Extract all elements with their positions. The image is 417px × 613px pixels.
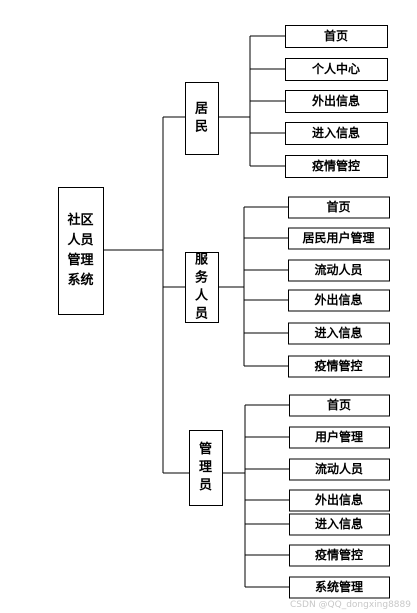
leaf-node-label: 流动人员 [314,262,362,277]
leaf-node-label: 用户管理 [314,429,363,444]
leaf-node-label: 系统管理 [315,579,363,594]
leaf-node-box: 首页 [288,196,390,219]
leaf-node-box: 用户管理 [289,426,390,449]
leaf-node-box: 外出信息 [285,90,388,113]
root-node-label: 管理 [67,252,93,268]
leaf-node-label: 外出信息 [315,492,363,507]
leaf-node-label: 进入信息 [312,125,360,140]
leaf-node-box: 个人中心 [285,58,388,81]
leaf-node-box: 疫情管控 [285,155,388,178]
role-node-label: 服 [195,253,209,268]
leaf-node-label: 居民用户管理 [302,230,374,245]
leaf-node-box: 疫情管控 [289,544,390,567]
leaf-node-label: 疫情管控 [315,547,363,562]
role-node-label: 员 [199,478,212,493]
role-node-label: 员 [195,307,208,322]
leaf-node-label: 疫情管控 [314,358,362,373]
leaf-node-box: 流动人员 [289,458,390,481]
role-node-label: 人 [195,288,209,304]
leaf-node-label: 进入信息 [314,325,362,340]
leaf-node-box: 疫情管控 [288,355,390,378]
leaf-node-box: 系统管理 [289,576,390,599]
root-node-label: 系统 [67,272,93,288]
leaf-node-label: 首页 [327,397,351,412]
leaf-node-box: 首页 [285,25,388,48]
role-node-label: 民 [195,120,208,135]
leaf-node-label: 外出信息 [312,93,360,108]
watermark: CSDN @QQ_dongxing8889 [290,600,411,610]
leaf-node-box: 流动人员 [288,259,390,282]
role-node-label: 务 [195,270,209,286]
leaf-node-box: 进入信息 [289,513,390,536]
role-node-box: 居民 [185,82,219,155]
leaf-node-box: 进入信息 [285,122,388,145]
leaf-node-label: 流动人员 [315,461,363,476]
leaf-node-box: 外出信息 [289,489,390,512]
root-node-label: 社区 [66,212,93,228]
leaf-node-label: 首页 [326,199,350,214]
leaf-node-label: 外出信息 [314,292,362,307]
leaf-node-label: 首页 [324,28,348,43]
role-node-label: 理 [199,460,212,475]
leaf-node-label: 疫情管控 [312,158,360,173]
role-node-box: 管理员 [189,430,223,506]
leaf-node-label: 个人中心 [311,61,360,76]
leaf-node-box: 首页 [289,394,390,417]
leaf-node-box: 居民用户管理 [288,227,390,250]
leaf-node-label: 进入信息 [315,516,363,531]
role-node-label: 居 [195,102,208,117]
leaf-node-box: 外出信息 [288,289,390,312]
role-node-label: 管 [199,441,212,457]
leaf-node-box: 进入信息 [288,322,390,345]
root-node-label: 人员 [67,232,93,248]
